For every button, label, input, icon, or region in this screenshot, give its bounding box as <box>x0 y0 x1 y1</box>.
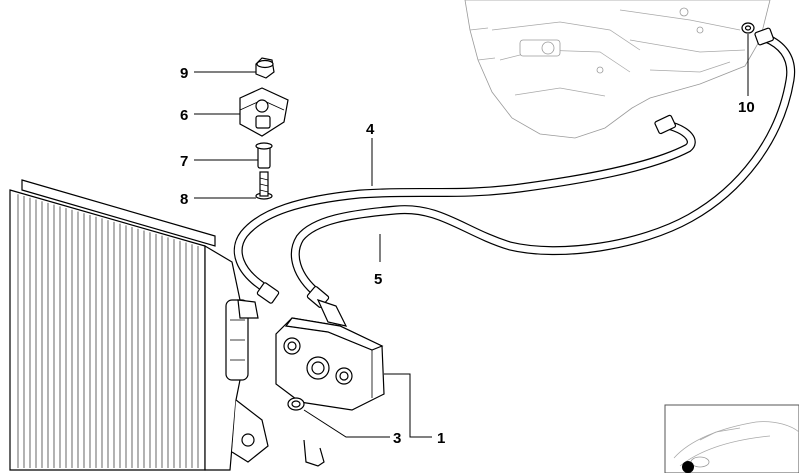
callout-labels: 9 6 7 8 4 5 10 3 1 <box>180 65 755 447</box>
callout-7: 7 <box>180 153 188 170</box>
callout-3: 3 <box>393 430 401 447</box>
callout-4: 4 <box>366 121 375 138</box>
oil-cooler <box>275 298 385 411</box>
oil-cooler-hoses <box>233 27 796 308</box>
hose-clip <box>303 439 325 467</box>
hose-fitting-transmission <box>654 27 774 135</box>
callout-5: 5 <box>374 271 382 288</box>
part-8-bolt <box>255 171 273 200</box>
radiator <box>9 179 269 471</box>
vehicle-locator-thumbnail <box>664 404 799 473</box>
transmission-housing <box>464 0 771 139</box>
callout-10: 10 <box>738 99 755 116</box>
part-9-nut <box>255 57 275 79</box>
locator-marker-dot <box>682 461 694 473</box>
hose-line-4 <box>233 119 696 295</box>
callout-6: 6 <box>180 107 188 124</box>
part-7-sleeve <box>255 142 273 169</box>
part-10-seal-ring <box>741 22 755 34</box>
leader-lines <box>194 34 749 438</box>
part-6-bracket <box>239 87 289 137</box>
callout-1: 1 <box>437 430 445 447</box>
callout-9: 9 <box>180 65 188 82</box>
callout-8: 8 <box>180 191 188 208</box>
hose-fitting-left <box>256 282 330 308</box>
part-3-seal-ring <box>287 397 305 411</box>
